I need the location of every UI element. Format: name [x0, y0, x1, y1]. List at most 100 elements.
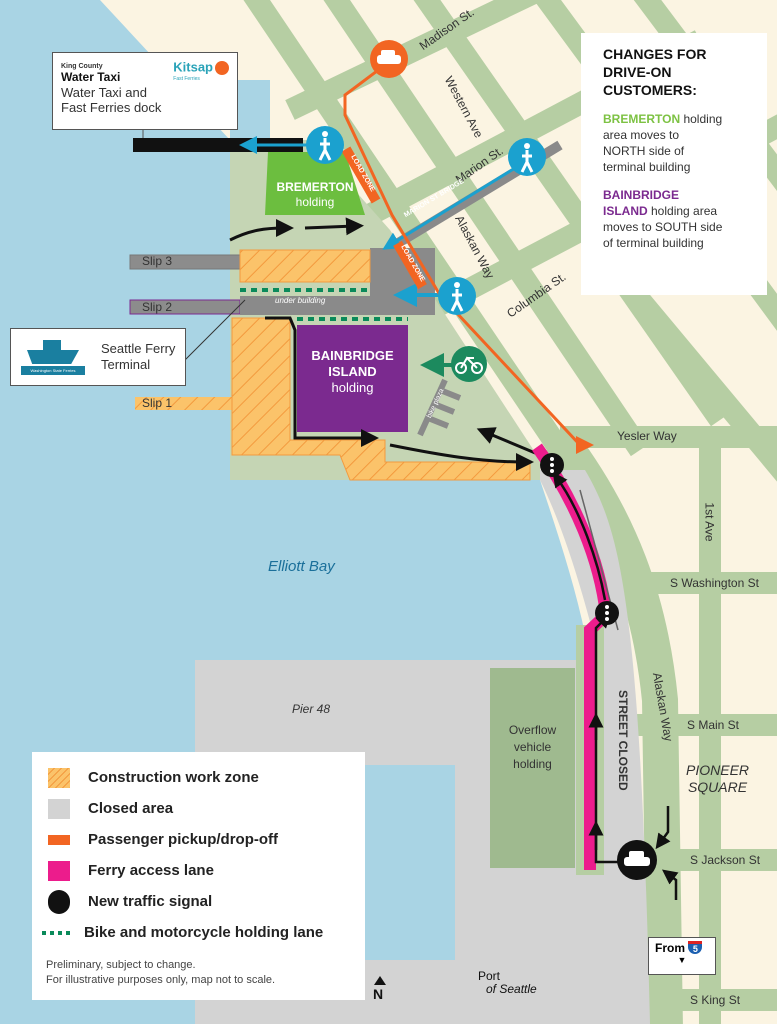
- bicycle-icon: [451, 346, 487, 382]
- pedestrian-icon: [508, 138, 546, 176]
- bainbridge-name-1: BAINBRIDGE: [311, 348, 394, 363]
- title-line-1: CHANGES FOR: [603, 46, 707, 62]
- pioneer-line-1: PIONEER: [686, 762, 750, 778]
- title-line-2: DRIVE-ON: [603, 64, 672, 80]
- title-line-3: CUSTOMERS:: [603, 82, 697, 98]
- legend-label: Bike and motorcycle holding lane: [84, 924, 324, 941]
- kitsap-logo-sub: Fast Ferries: [173, 75, 200, 82]
- p2-line-3: moves to SOUTH side: [603, 220, 723, 234]
- legend-item-bike-lane: Bike and motorcycle holding lane: [38, 917, 359, 948]
- traffic-signal-icon: [540, 453, 564, 477]
- p1-line-4: terminal building: [603, 160, 691, 174]
- legend-label: Closed area: [88, 800, 174, 817]
- legend-note-2: For illustrative purposes only, map not …: [46, 974, 276, 986]
- legend-item-signal: New traffic signal: [38, 886, 359, 917]
- port-line-1: Port: [478, 969, 501, 983]
- wsf-logo-text: Washington State Ferries: [21, 366, 85, 375]
- legend-label: New traffic signal: [88, 893, 213, 910]
- ferry-lane-swatch: [48, 860, 70, 881]
- water-taxi-text-2: Fast Ferries dock: [61, 100, 162, 115]
- street-label-washington: S Washington St: [670, 576, 759, 590]
- street-label-yesler: Yesler Way: [617, 429, 677, 443]
- bremerton-highlight: BREMERTON: [603, 112, 681, 126]
- down-arrow-icon: ▼: [677, 955, 687, 965]
- overflow-holding-area: [490, 668, 575, 868]
- street-label-jackson: S Jackson St: [690, 853, 761, 867]
- from-i5-sign: From 5 ▼: [648, 937, 716, 975]
- overflow-line-2: vehicle: [513, 740, 552, 754]
- legend-item-pickup: Passenger pickup/drop-off: [38, 824, 359, 855]
- slip-3-label: Slip 3: [142, 254, 173, 268]
- pedestrian-icon: [306, 126, 344, 164]
- bainbridge-highlight-1: BAINBRIDGE: [603, 188, 680, 202]
- p1-rest: holding: [680, 112, 723, 126]
- legend-label: Ferry access lane: [88, 862, 214, 879]
- bainbridge-name-2: ISLAND: [328, 364, 377, 379]
- legend-label: Passenger pickup/drop-off: [88, 831, 279, 848]
- bike-lane-swatch: [42, 930, 72, 935]
- north-arrow-icon: [374, 976, 386, 985]
- bike-plaza: [417, 378, 462, 437]
- construction-swatch: [48, 767, 70, 788]
- bremerton-holding-area: [265, 152, 365, 215]
- bainbridge-change-text: BAINBRIDGE ISLAND holding area moves to …: [603, 187, 745, 251]
- water-taxi-logo-text: Water Taxi: [61, 70, 121, 84]
- bremerton-name: BREMERTON: [276, 180, 354, 194]
- overflow-label: Overflow vehicle holding: [490, 722, 575, 773]
- construction-zone: [239, 249, 371, 283]
- legend-note-1: Preliminary, subject to change.: [46, 959, 196, 971]
- street-label-main: S Main St: [687, 718, 740, 732]
- slip-2-label: Slip 2: [142, 300, 173, 314]
- street-label-1st-ave: 1st Ave: [702, 502, 717, 542]
- changes-title: CHANGES FOR DRIVE-ON CUSTOMERS:: [603, 45, 745, 99]
- closed-swatch: [48, 798, 70, 819]
- terminal-building: [240, 248, 435, 315]
- p1-line-3: NORTH side of: [603, 144, 685, 158]
- legend-label: Construction work zone: [88, 769, 259, 786]
- interstate-5-shield-icon: 5: [688, 941, 703, 954]
- ferry-terminal-line-1: Seattle Ferry: [101, 341, 176, 356]
- car-entry-icon: [617, 840, 657, 880]
- water-taxi-dock: [133, 138, 303, 152]
- bremerton-sub: holding: [295, 195, 335, 209]
- p1-line-2: area moves to: [603, 128, 680, 142]
- street-closed-label: STREET CLOSED: [616, 690, 630, 791]
- wsf-ferry-logo: Washington State Ferries: [19, 336, 87, 378]
- north-label: N: [373, 986, 384, 1002]
- bainbridge-sub: holding: [331, 380, 374, 395]
- changes-info-panel: CHANGES FOR DRIVE-ON CUSTOMERS: BREMERTO…: [581, 33, 767, 295]
- car-pickup-icon: [370, 40, 408, 78]
- traffic-signal-icon: [595, 601, 619, 625]
- under-building-label: under building: [275, 296, 326, 305]
- bremerton-change-text: BREMERTON holding area moves to NORTH si…: [603, 111, 745, 175]
- overflow-line-3: holding: [513, 757, 552, 771]
- bainbridge-highlight-2: ISLAND: [603, 204, 648, 218]
- overflow-line-1: Overflow: [508, 723, 557, 737]
- king-county-logo-text: King County: [61, 63, 103, 70]
- street-label-king: S King St: [690, 993, 741, 1007]
- p2-line-4: of terminal building: [603, 236, 704, 250]
- pickup-swatch: [48, 834, 70, 845]
- bainbridge-holding-area: [297, 325, 408, 432]
- elliott-bay-label: Elliott Bay: [268, 558, 335, 575]
- pioneer-line-2: SQUARE: [687, 779, 748, 795]
- pedestrian-icon: [438, 277, 476, 315]
- legend-item-construction: Construction work zone: [38, 762, 359, 793]
- map-legend: Construction work zone Closed area Passe…: [32, 752, 365, 1000]
- pier-48-label: Pier 48: [292, 702, 331, 716]
- p2-rest: holding area: [647, 204, 718, 218]
- kitsap-logo-text: Kitsap: [173, 58, 213, 74]
- traffic-signal-icon: [48, 889, 70, 914]
- legend-item-ferry-lane: Ferry access lane: [38, 855, 359, 886]
- slip-1-label: Slip 1: [142, 396, 173, 410]
- ferry-terminal-line-2: Terminal: [101, 357, 151, 372]
- legend-item-closed: Closed area: [38, 793, 359, 824]
